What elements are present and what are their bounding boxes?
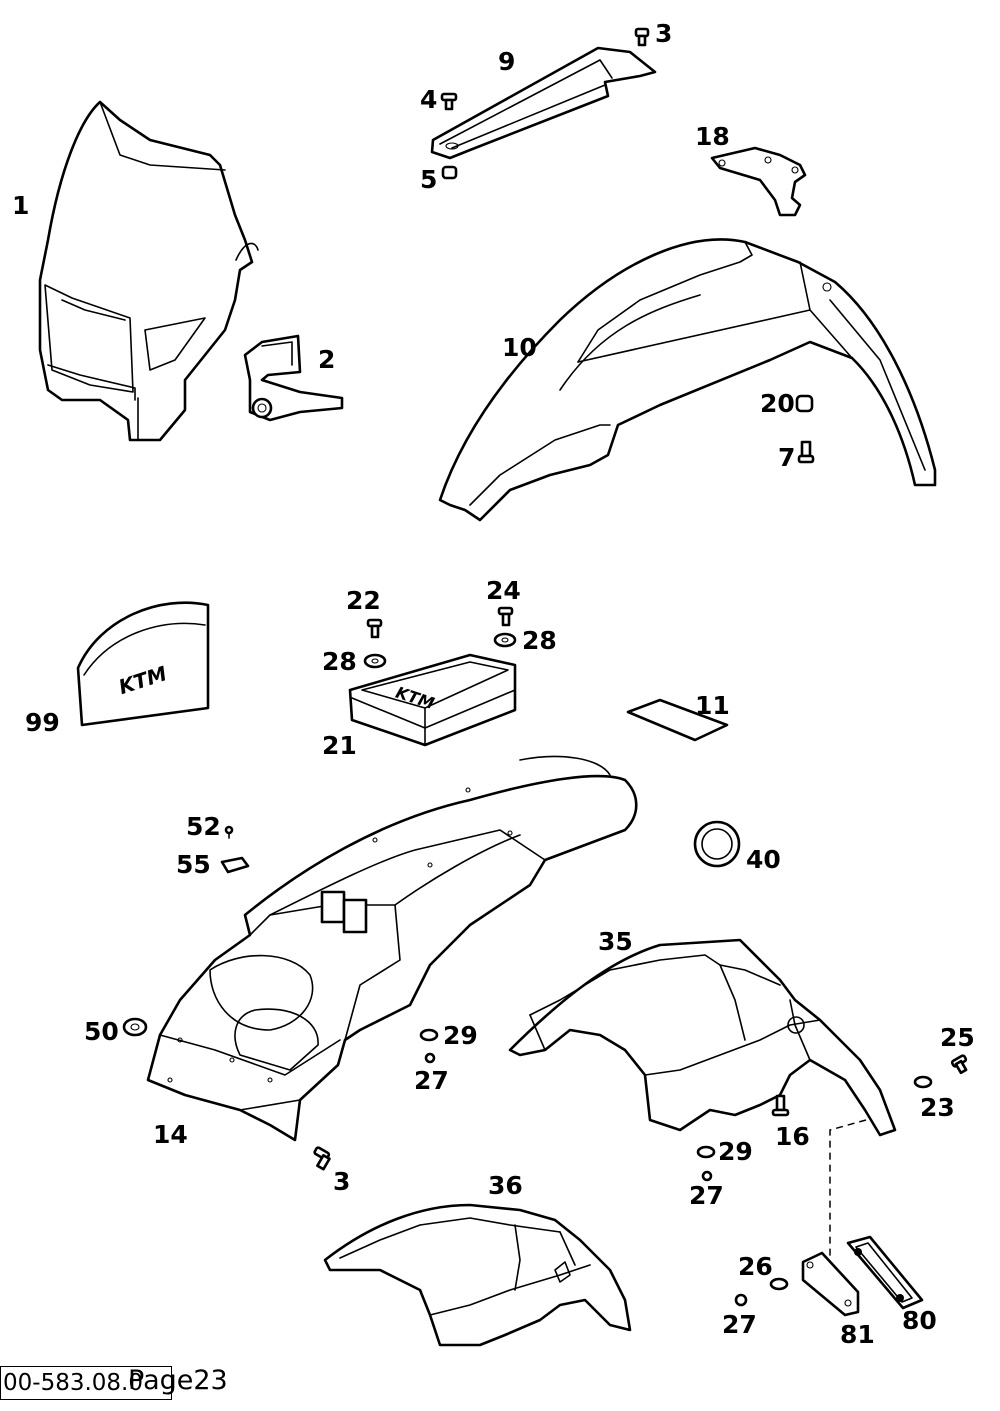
footer-code-box	[0, 1366, 172, 1400]
callout-27-right: 27	[689, 1181, 724, 1210]
part-2-headlight-bracket	[243, 334, 344, 422]
part-99-sticker: KTM	[76, 601, 210, 727]
part-52-pin	[224, 825, 234, 839]
part-18-holder	[710, 146, 807, 217]
part-27-nut-right	[701, 1170, 713, 1182]
callout-50: 50	[84, 1017, 119, 1046]
callout-25: 25	[940, 1023, 975, 1052]
part-22-screw	[366, 618, 383, 639]
callout-21: 21	[322, 731, 357, 760]
part-26-washer	[769, 1277, 789, 1291]
part-16-screw	[771, 1094, 790, 1117]
callout-4: 4	[420, 85, 437, 114]
callout-28-right: 28	[522, 626, 557, 655]
callout-7: 7	[778, 443, 795, 472]
part-5-nut	[441, 165, 458, 180]
callout-22: 22	[346, 586, 381, 615]
callout-80: 80	[902, 1306, 937, 1335]
part-27-nut-bottom	[734, 1293, 748, 1307]
part-3-screw-top	[634, 27, 650, 47]
callout-16: 16	[775, 1122, 810, 1151]
callout-10: 10	[502, 333, 537, 362]
part-21-tool-bag: KTM	[348, 653, 517, 747]
part-80-reflector	[846, 1235, 924, 1310]
callout-3-top: 3	[655, 19, 672, 48]
part-14-rear-fender	[146, 755, 638, 1142]
callout-35: 35	[598, 927, 633, 956]
part-50-washer	[122, 1017, 148, 1037]
part-4-screw	[440, 92, 458, 111]
footer-drawing-code: 00-583.08.0	[3, 1370, 143, 1396]
part-28-washer-left	[363, 653, 387, 669]
callout-5: 5	[420, 165, 437, 194]
part-23-washer	[913, 1075, 933, 1089]
callout-labels: 1 2 3 4 5 9 18 10 20 7 99 22 24 28 28 21…	[12, 19, 975, 1349]
callout-11: 11	[695, 691, 730, 720]
part-9-bracket	[430, 46, 657, 160]
callout-23: 23	[920, 1093, 955, 1122]
callout-24: 24	[486, 576, 521, 605]
callout-18: 18	[695, 122, 730, 151]
part-3-screw-bottom	[313, 1146, 331, 1171]
callout-55: 55	[176, 850, 211, 879]
part-29-washer-center	[419, 1028, 439, 1042]
callout-99: 99	[25, 708, 60, 737]
part-81-plate	[801, 1251, 860, 1317]
callout-81: 81	[840, 1320, 875, 1349]
part-1-headlight-mask	[38, 100, 259, 442]
callout-26: 26	[738, 1252, 773, 1281]
callout-36: 36	[488, 1171, 523, 1200]
part-20-nut	[795, 394, 814, 413]
callout-3-bottom: 3	[333, 1167, 350, 1196]
callout-28-left: 28	[322, 647, 357, 676]
part-10-front-fender	[438, 238, 937, 522]
part-27-nut-center	[424, 1052, 436, 1064]
callout-29-center: 29	[443, 1021, 478, 1050]
callout-40: 40	[746, 845, 781, 874]
callout-29-right: 29	[718, 1137, 753, 1166]
part-55-clip	[220, 856, 250, 874]
part-36-rear-fender-alt	[323, 1203, 632, 1347]
footer-page-number: Page23	[128, 1365, 228, 1396]
callout-9: 9	[498, 47, 515, 76]
part-7-screw	[797, 440, 815, 464]
callout-20: 20	[760, 389, 795, 418]
assembly-guide-line	[829, 1119, 867, 1262]
callout-52: 52	[186, 812, 221, 841]
part-40-grommet	[693, 820, 741, 868]
callout-27-bottom: 27	[722, 1310, 757, 1339]
part-29-washer-right	[696, 1145, 716, 1159]
callout-2: 2	[318, 345, 335, 374]
callout-27-center: 27	[414, 1066, 449, 1095]
callout-14: 14	[153, 1120, 188, 1149]
part-35-rear-fender-lower	[508, 938, 897, 1137]
callout-1: 1	[12, 191, 29, 220]
part-28-washer-right	[493, 632, 517, 648]
part-24-screw	[497, 606, 514, 627]
part-25-screw	[950, 1054, 968, 1075]
part-11-pad	[626, 698, 729, 742]
